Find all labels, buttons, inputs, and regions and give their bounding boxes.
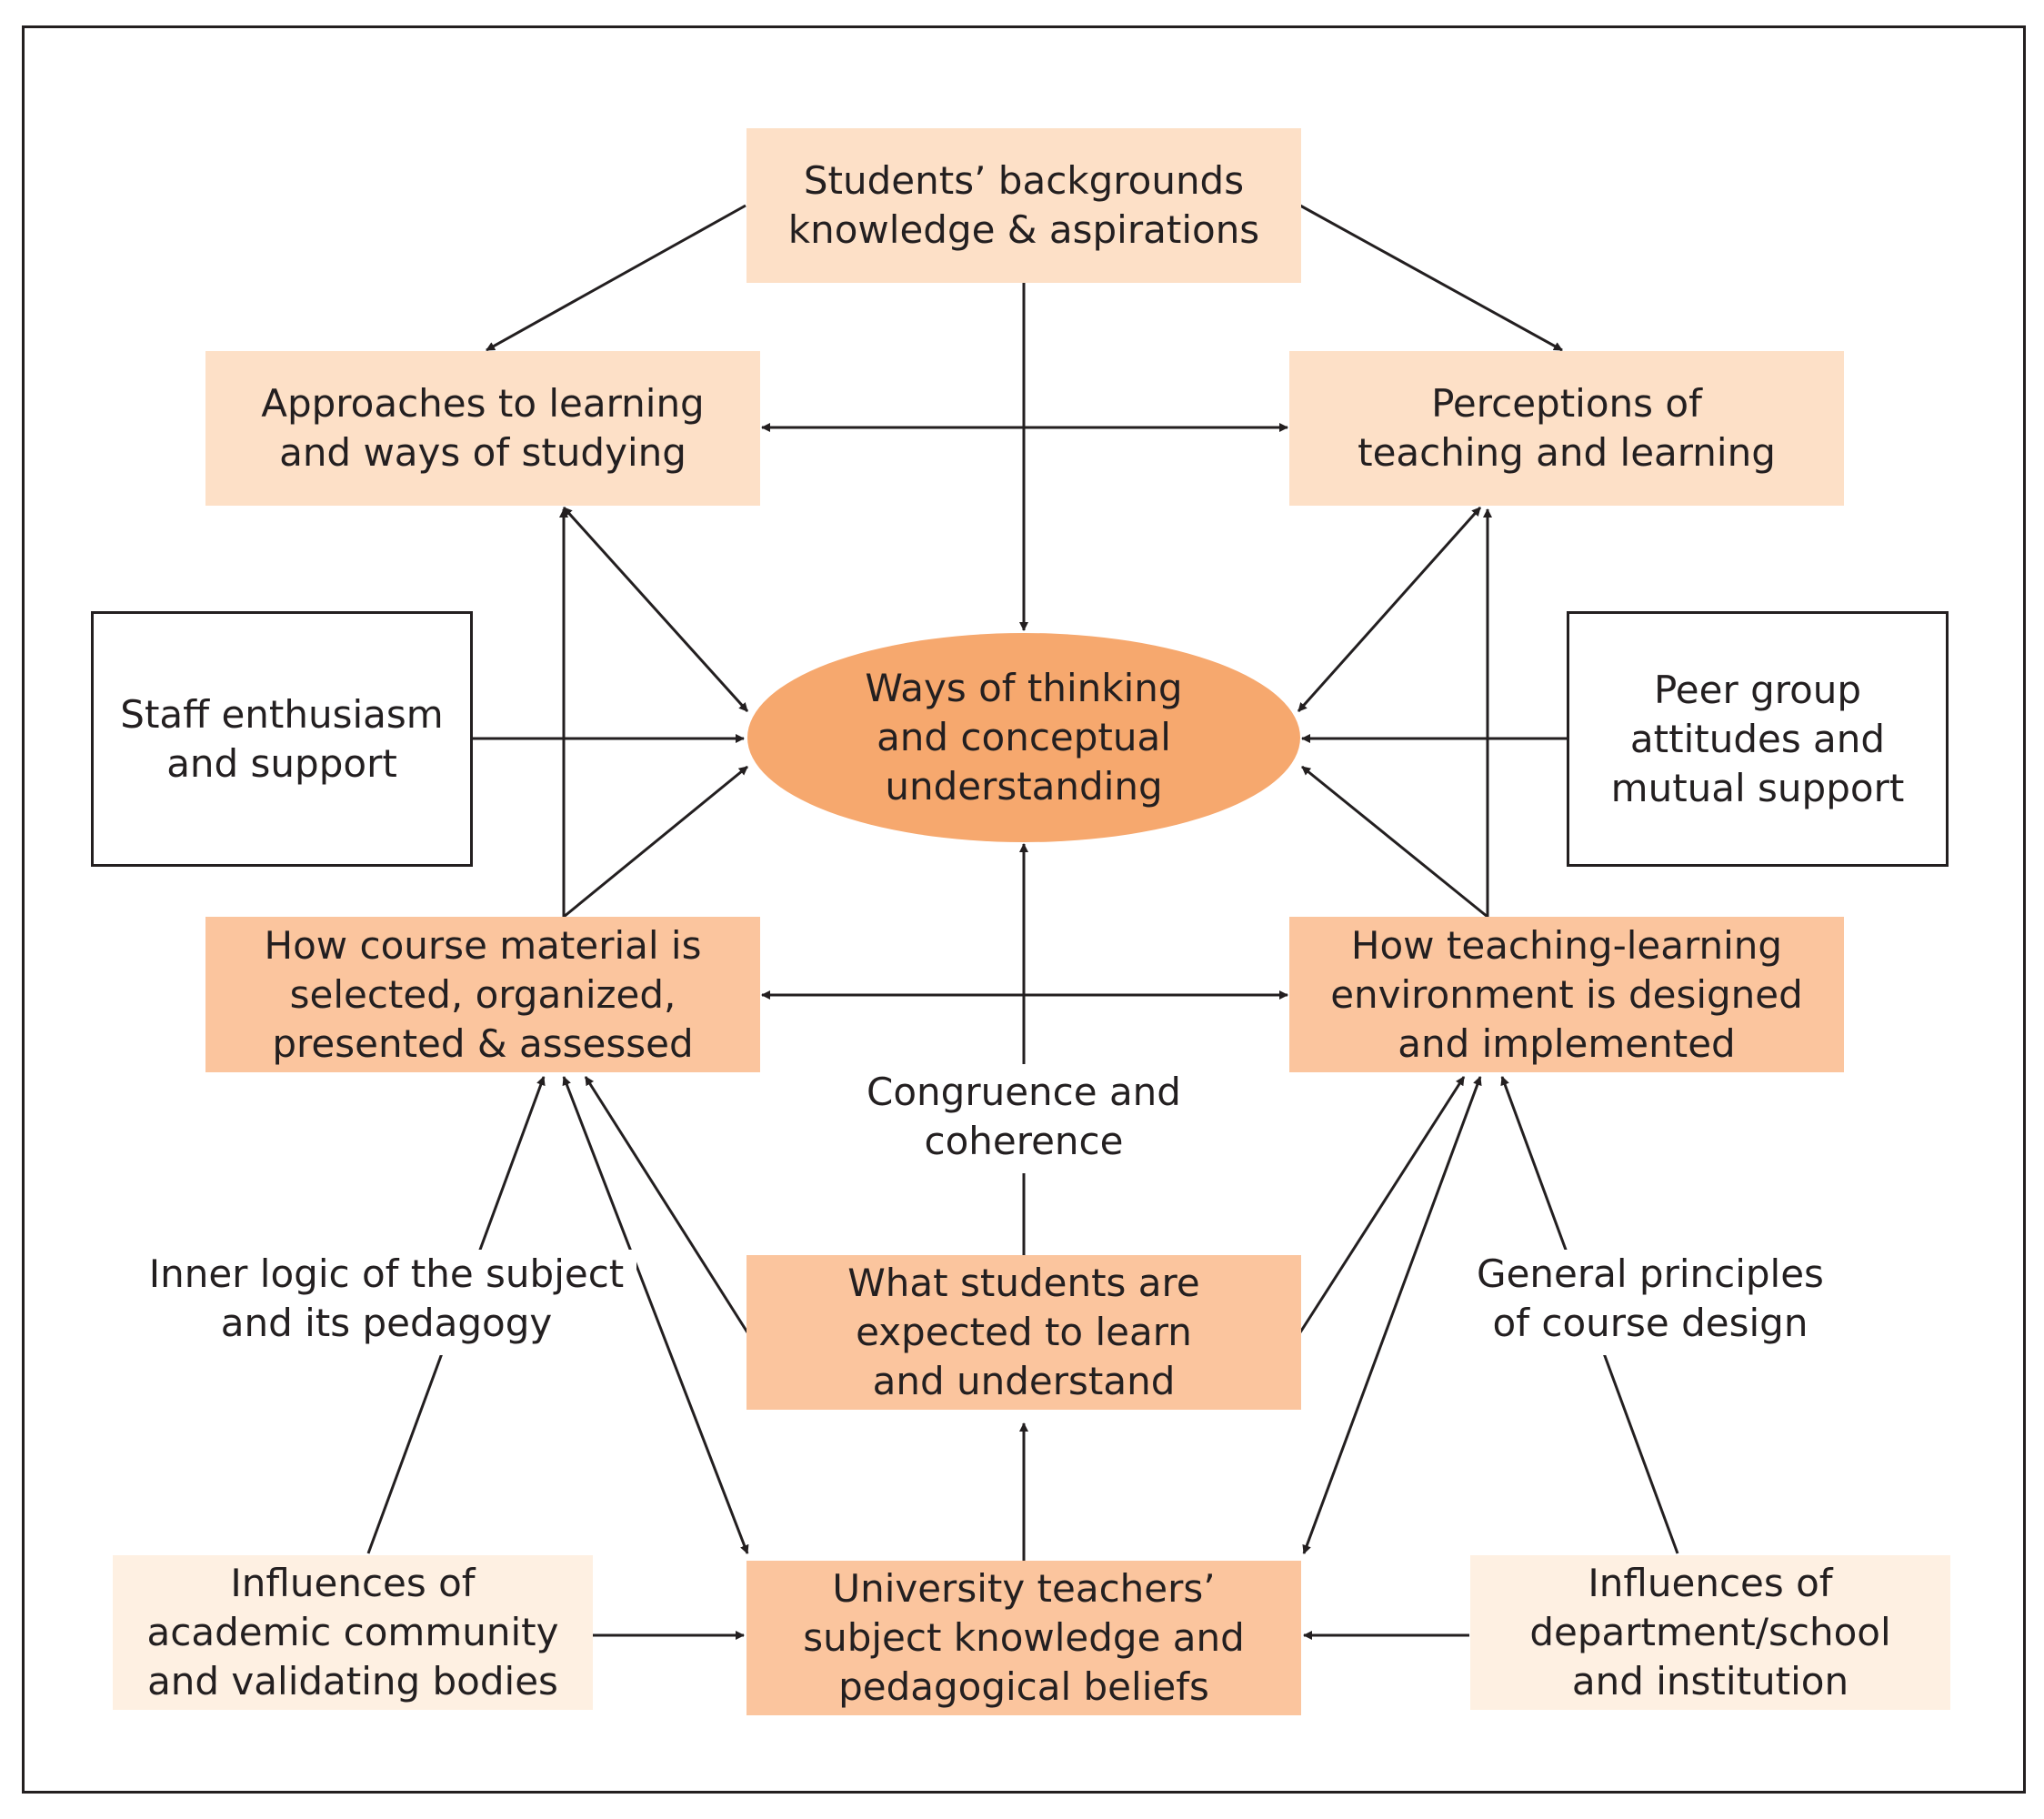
node-department-school: Influences of department/school and inst… <box>1470 1555 1950 1710</box>
node-teachers-knowledge: University teachers’ subject knowledge a… <box>746 1561 1301 1715</box>
label-congruence: Congruence and coherence <box>855 1064 1193 1173</box>
arrow-course-teachers <box>562 1076 749 1554</box>
node-academic-community: Influences of academic community and val… <box>113 1555 593 1710</box>
arrow-backgrounds-to-approaches <box>486 204 746 352</box>
label-inner-logic: Inner logic of the subject and its pedag… <box>136 1250 636 1355</box>
arrow-backgrounds-to-perceptions <box>1299 204 1563 352</box>
node-expected-to-learn: What students are expected to learn and … <box>746 1255 1301 1410</box>
arrow-expected-to-environment <box>1298 1076 1466 1333</box>
node-peer-group: Peer group attitudes and mutual support <box>1567 611 1949 867</box>
node-teaching-environment: How teaching-learning environment is des… <box>1289 917 1844 1072</box>
arrow-environment-to-ways <box>1301 765 1488 919</box>
node-perceptions: Perceptions of teaching and learning <box>1289 351 1844 506</box>
arrow-environment-teachers <box>1302 1076 1482 1554</box>
label-general-principles: General principles of course design <box>1455 1250 1846 1355</box>
arrow-perceptions-ways <box>1297 507 1482 712</box>
node-students-backgrounds: Students’ backgrounds knowledge & aspira… <box>746 128 1301 283</box>
diagram-frame <box>22 25 2026 1794</box>
arrow-course-to-ways <box>563 765 748 919</box>
node-staff-enthusiasm: Staff enthusiasm and support <box>91 611 473 867</box>
node-ways-of-thinking: Ways of thinking and conceptual understa… <box>747 633 1300 842</box>
node-approaches-to-learning: Approaches to learning and ways of study… <box>205 351 760 506</box>
arrow-approaches-ways <box>562 506 749 713</box>
node-course-material: How course material is selected, organiz… <box>205 917 760 1072</box>
